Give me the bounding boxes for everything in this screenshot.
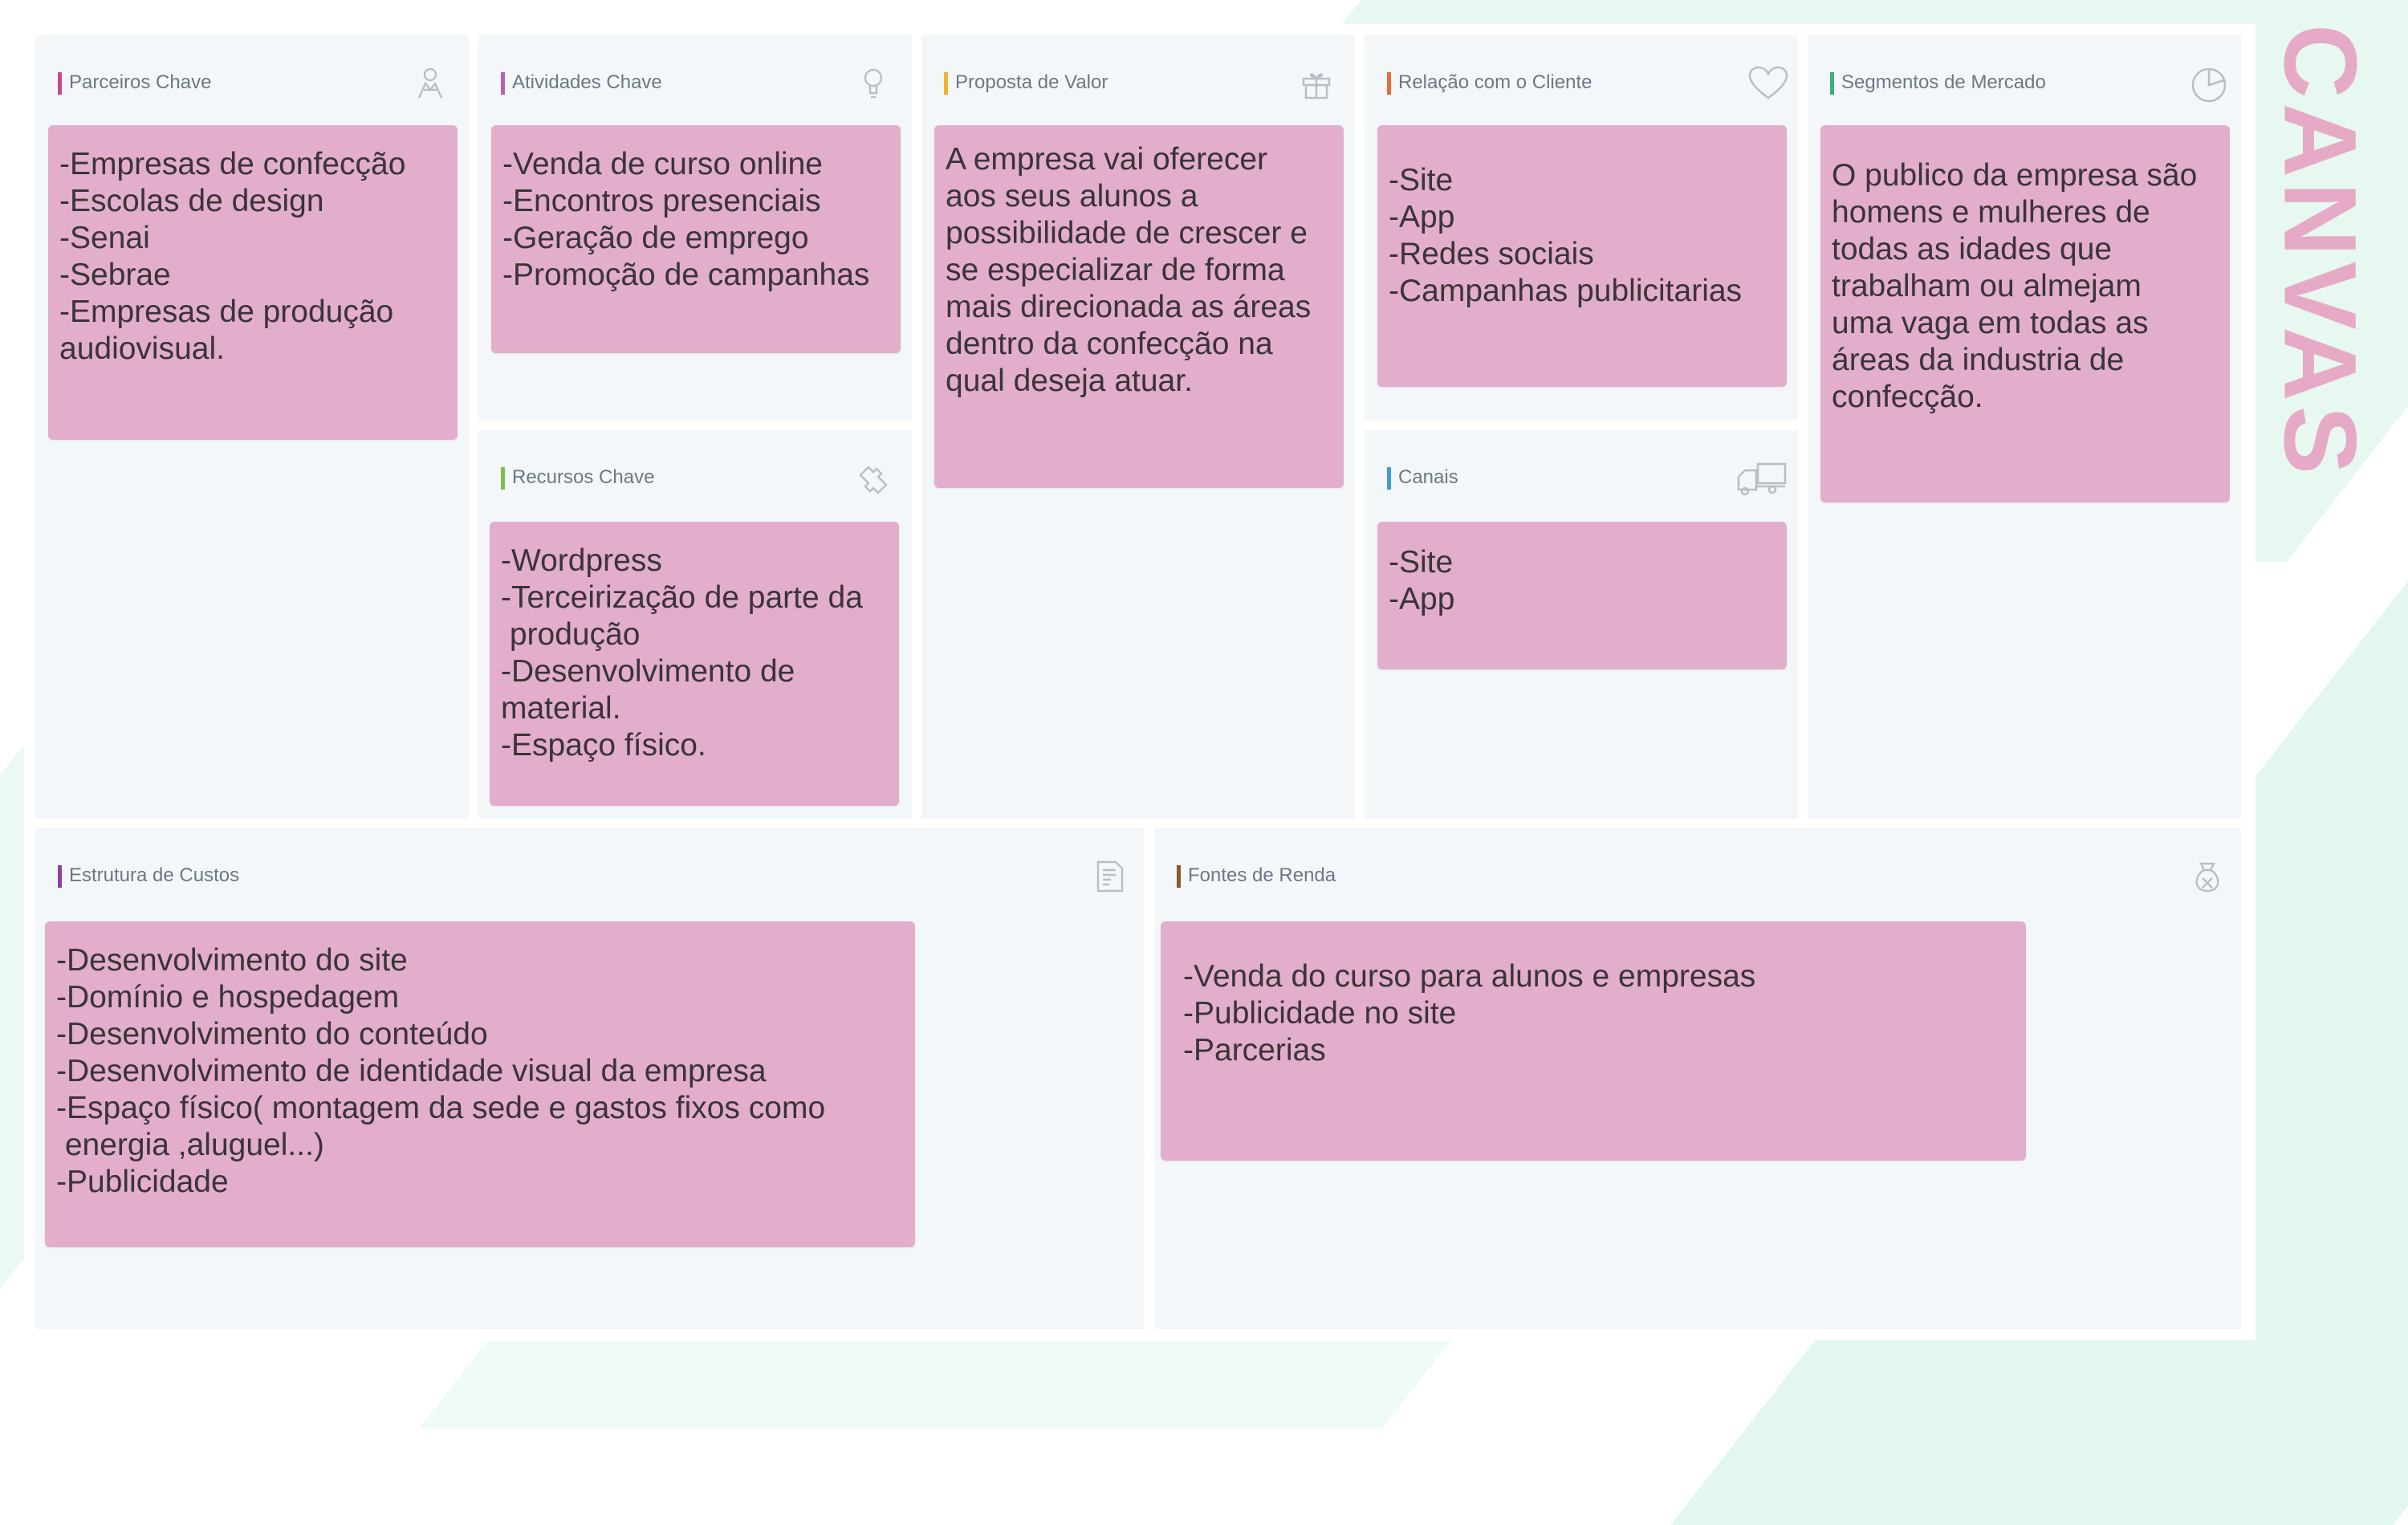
cell-title: Fontes de Renda [1177,864,1336,888]
document-icon [1092,859,1127,894]
cell-title: Canais [1387,466,1458,490]
truck-icon [1735,461,1788,496]
cell-title: Proposta de Valor [944,71,1108,95]
cell-title: Atividades Chave [501,71,662,95]
cell-recursos-chave: Recursos Chave -Wordpress -Terceirização… [478,430,912,819]
sticky-note[interactable]: -Empresas de confecção -Escolas de desig… [48,125,458,440]
canvas-title-text: CANVAS [2262,24,2377,479]
cell-title: Recursos Chave [501,466,654,490]
note-text: -Venda do curso para alunos e empresas -… [1183,959,1756,1068]
canvas-board: Parceiros Chave -Empresas de confecção -… [24,24,2255,1340]
note-text: -Site -App -Redes sociais -Campanhas pub… [1389,163,1743,308]
gift-icon [1299,66,1334,101]
cell-title: Estrutura de Custos [58,864,239,888]
puzzle-icon [856,461,891,496]
sticky-note[interactable]: -Site -App -Redes sociais -Campanhas pub… [1377,125,1787,387]
note-text: O publico da empresa são homens e mulher… [1832,158,2198,414]
cell-proposta-de-valor: Proposta de Valor A empresa vai oferecer… [921,35,1355,819]
note-text: -Empresas de confecção -Escolas de desig… [59,147,406,366]
cell-title: Segmentos de Mercado [1830,71,2046,95]
sticky-note[interactable]: -Desenvolvimento do site -Domínio e hosp… [45,921,915,1247]
cell-title: Relação com o Cliente [1387,71,1592,95]
sticky-note[interactable]: -Site -App [1377,522,1787,669]
money-bag-icon [2190,859,2225,894]
lightbulb-icon [856,66,891,101]
note-text: -Venda de curso online -Encontros presen… [502,147,870,292]
sticky-note[interactable]: A empresa vai oferecer aos seus alunos a… [934,125,1344,488]
note-text: A empresa vai oferecer aos seus alunos a… [946,142,1312,398]
sticky-note[interactable]: O publico da empresa são homens e mulher… [1820,125,2230,502]
cell-relacao-com-o-cliente: Relação com o Cliente -Site -App -Redes … [1365,35,1798,421]
pie-chart-icon [2190,66,2228,104]
note-text: -Wordpress -Terceirização de parte da pr… [501,543,863,762]
canvas-title: CANVAS [2263,24,2377,479]
cell-parceiros-chave: Parceiros Chave -Empresas de confecção -… [35,35,469,819]
note-text: -Site -App [1389,545,1455,616]
cell-fontes-de-renda: Fontes de Renda -Venda do curso para alu… [1154,828,2241,1329]
cell-estrutura-de-custos: Estrutura de Custos -Desenvolvimento do … [35,828,1145,1329]
cell-canais: Canais -Site -App [1365,430,1798,819]
cell-segmentos-de-mercado: Segmentos de Mercado O publico da empres… [1808,35,2241,819]
sticky-note[interactable]: -Wordpress -Terceirização de parte da pr… [490,522,899,806]
partners-icon [413,66,448,101]
sticky-note[interactable]: -Venda de curso online -Encontros presen… [491,125,901,353]
sticky-note[interactable]: -Venda do curso para alunos e empresas -… [1161,921,2026,1161]
heart-icon [1747,66,1790,101]
cell-title: Parceiros Chave [58,71,211,95]
note-text: -Desenvolvimento do site -Domínio e hosp… [56,943,826,1199]
cell-atividades-chave: Atividades Chave -Venda de curso online … [478,35,912,421]
